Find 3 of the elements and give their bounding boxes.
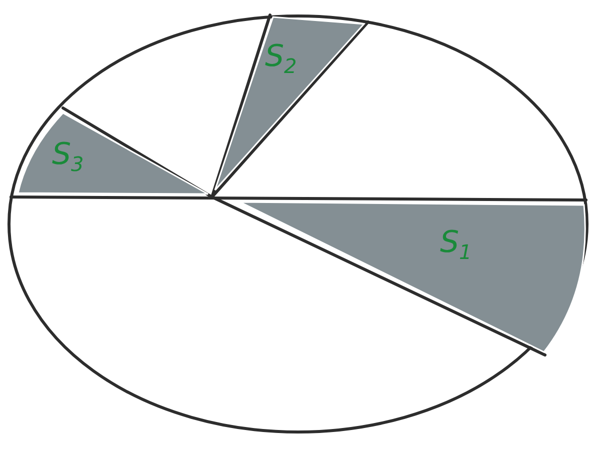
sector-label: S$_{1}$ <box>440 228 472 262</box>
sector-label: S$_{2}$ <box>265 42 297 76</box>
sector-label: S$_{3}$ <box>52 140 84 174</box>
